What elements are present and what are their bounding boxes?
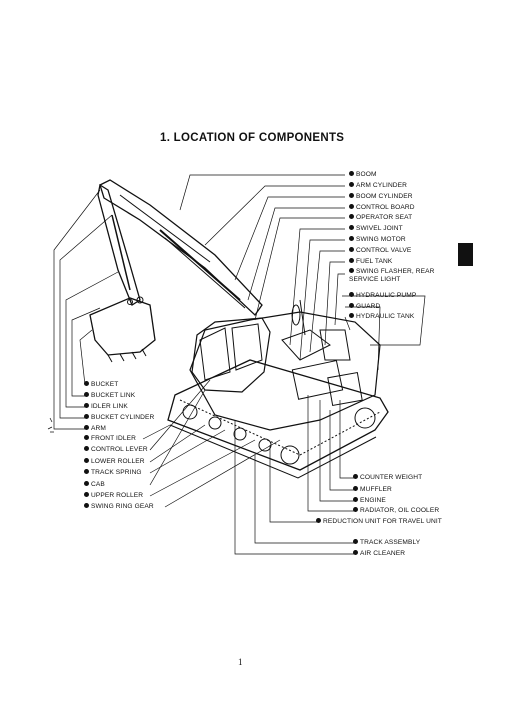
bullet-icon [316, 518, 321, 523]
bullet-icon [349, 258, 354, 263]
label-hydraulic-tank: HYDRAULIC TANK [349, 313, 414, 321]
bullet-icon [349, 204, 354, 209]
bullet-icon [349, 182, 354, 187]
label-radiator-oil-cooler: RADIATOR, OIL COOLER [353, 507, 439, 515]
label-bucket-cylinder: BUCKET CYLINDER [84, 414, 154, 422]
track-assembly-shape [167, 359, 389, 471]
bullet-icon [349, 236, 354, 241]
bullet-icon [353, 550, 358, 555]
label-front-idler: FRONT IDLER [84, 435, 136, 443]
bullet-icon [349, 247, 354, 252]
bullet-icon [84, 435, 89, 440]
label-air-cleaner: AIR CLEANER [353, 550, 405, 558]
label-lower-roller: LOWER ROLLER [84, 458, 145, 466]
bullet-icon [84, 458, 89, 463]
bullet-icon [353, 486, 358, 491]
bullet-icon [349, 193, 354, 198]
label-boom: BOOM [349, 171, 377, 179]
bullet-icon [84, 492, 89, 497]
bullet-icon [349, 292, 354, 297]
label-idler-link: IDLER LINK [84, 403, 128, 411]
label-control-lever: CONTROL LEVER [84, 446, 148, 454]
page-number: 1 [238, 657, 243, 667]
section-tab-marker [458, 243, 473, 266]
label-boom-cylinder: BOOM CYLINDER [349, 193, 413, 201]
bullet-icon [84, 414, 89, 419]
label-reduction-unit: REDUCTION UNIT FOR TRAVEL UNIT [316, 518, 442, 526]
bullet-icon [353, 507, 358, 512]
bullet-icon [349, 303, 354, 308]
label-track-assembly: TRACK ASSEMBLY [353, 539, 420, 547]
label-swing-ring-gear: SWING RING GEAR [84, 503, 154, 511]
label-engine: ENGINE [353, 497, 386, 505]
label-upper-roller: UPPER ROLLER [84, 492, 143, 500]
label-fuel-tank: FUEL TANK [349, 258, 392, 266]
margin-marks [47, 417, 54, 433]
bullet-icon [353, 539, 358, 544]
bullet-icon [84, 392, 89, 397]
label-bucket-link: BUCKET LINK [84, 392, 135, 400]
boom-shape [99, 179, 263, 316]
bucket-shape [89, 297, 156, 356]
bullet-icon [84, 403, 89, 408]
bullet-icon [353, 474, 358, 479]
label-swing-flasher: SWING FLASHER, REAR SERVICE LIGHT [349, 268, 435, 283]
bullet-icon [84, 425, 89, 430]
label-cab: CAB [84, 481, 105, 489]
track-rollers [182, 404, 376, 465]
bullet-icon [84, 446, 89, 451]
label-control-valve: CONTROL VALVE [349, 247, 411, 255]
bullet-icon [349, 313, 354, 318]
label-counter-weight: COUNTER WEIGHT [353, 474, 422, 482]
arm-shape [97, 183, 141, 306]
label-control-board: CONTROL BOARD [349, 204, 415, 212]
upper-structure-shape [189, 311, 381, 431]
label-guard: GUARD [349, 303, 380, 311]
label-muffler: MUFFLER [353, 486, 392, 494]
bullet-icon [349, 268, 354, 273]
bullet-icon [84, 381, 89, 386]
label-swing-motor: SWING MOTOR [349, 236, 406, 244]
label-swivel-joint: SWIVEL JOINT [349, 225, 403, 233]
label-arm-cylinder: ARM CYLINDER [349, 182, 407, 190]
label-track-spring: TRACK SPRING [84, 469, 142, 477]
page-title: 1. LOCATION OF COMPONENTS [160, 132, 345, 144]
label-hydraulic-pump: HYDRAULIC PUMP [349, 292, 416, 300]
bullet-icon [84, 481, 89, 486]
bullet-icon [349, 214, 354, 219]
bullet-icon [349, 171, 354, 176]
cab-shape [191, 317, 271, 393]
bullet-icon [84, 503, 89, 508]
label-bucket: BUCKET [84, 381, 118, 389]
bullet-icon [84, 469, 89, 474]
bullet-icon [349, 225, 354, 230]
label-arm: ARM [84, 425, 106, 433]
label-operator-seat: OPERATOR SEAT [349, 214, 412, 222]
bullet-icon [353, 497, 358, 502]
